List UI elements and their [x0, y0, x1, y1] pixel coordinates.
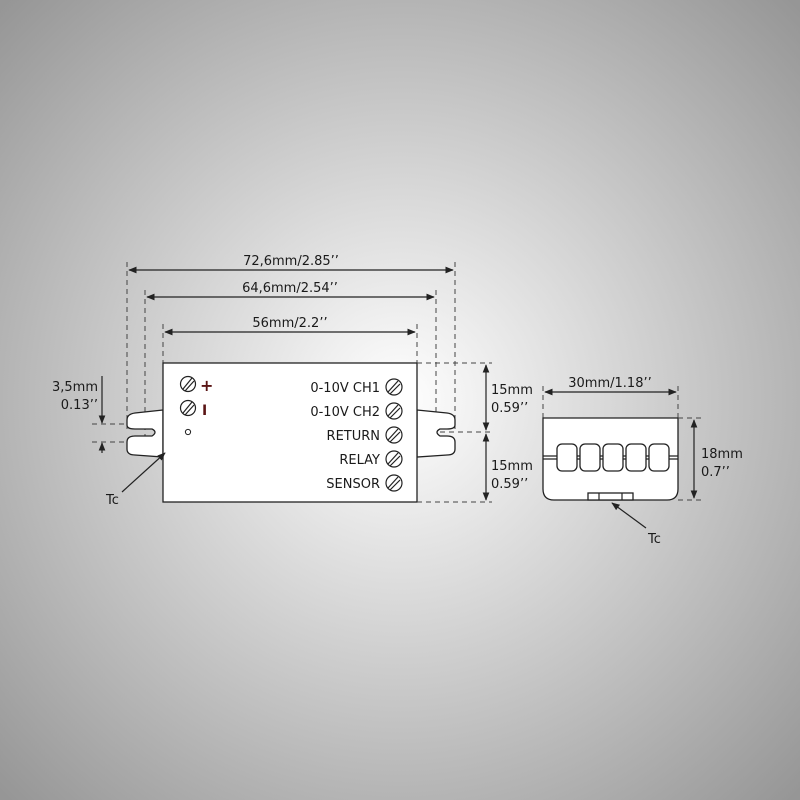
- mount-spacing-label: 64,6mm/2.54’’: [242, 281, 338, 296]
- terminal-row: RETURN: [327, 426, 403, 444]
- plus-label: +: [200, 376, 213, 395]
- overall-length-label: 72,6mm/2.85’’: [243, 254, 339, 269]
- terminal-label: 0-10V CH1: [310, 381, 380, 396]
- left-mounting-tab: [126, 409, 164, 458]
- polarity-inputs: + I: [179, 375, 213, 436]
- driver-body: [162, 362, 418, 503]
- terminal-label: SENSOR: [326, 477, 380, 492]
- height-in-label: 0.7’’: [701, 465, 730, 480]
- screw-terminal-icon: [385, 450, 403, 468]
- tc-pointer-arrow: [121, 452, 166, 493]
- screw-terminal-icon: [385, 426, 403, 444]
- terminal-label: RELAY: [339, 453, 380, 468]
- screw-terminal-icon: [179, 399, 197, 417]
- height-mm-label: 18mm: [701, 447, 743, 462]
- screw-terminal-icon: [385, 474, 403, 492]
- tc-label-front: Tc: [105, 493, 119, 508]
- tc-pointer-arrow: [611, 502, 647, 529]
- side-view: 30mm/1.18’’ 18mm 0.7’’ Tc: [542, 376, 743, 547]
- right-mounting-tab: [416, 409, 456, 458]
- slot-mm-label: 3,5mm: [52, 380, 98, 395]
- top-dimensions: 72,6mm/2.85’’ 64,6mm/2.54’’ 56mm/2.2’’: [126, 254, 456, 440]
- screw-terminal-icon: [385, 402, 403, 420]
- terminal-row: RELAY: [339, 450, 403, 468]
- height-halves-dimension: 15mm 0.59’’ 15mm 0.59’’: [417, 362, 533, 503]
- upper-half-mm-label: 15mm: [491, 383, 533, 398]
- upper-half-in-label: 0.59’’: [491, 401, 528, 416]
- led-indicator-icon: [184, 428, 192, 436]
- terminal-row: 0-10V CH1: [310, 378, 403, 396]
- terminal-block: 0-10V CH1 0-10V CH2 RETURN RELAY SENSOR: [310, 378, 403, 492]
- screw-terminal-icon: [385, 378, 403, 396]
- minus-label: I: [202, 403, 207, 419]
- tc-point: [587, 492, 634, 501]
- lower-half-mm-label: 15mm: [491, 459, 533, 474]
- slot-in-label: 0.13’’: [61, 398, 98, 413]
- terminal-row: SENSOR: [326, 474, 403, 492]
- terminal-block-side: [556, 443, 670, 472]
- lower-half-in-label: 0.59’’: [491, 477, 528, 492]
- body-length-label: 56mm/2.2’’: [252, 316, 327, 331]
- terminal-row: 0-10V CH2: [310, 402, 403, 420]
- terminal-label: RETURN: [327, 429, 380, 444]
- terminal-label: 0-10V CH2: [310, 405, 380, 420]
- slot-dimension: 3,5mm 0.13’’: [52, 376, 127, 453]
- width-label: 30mm/1.18’’: [568, 376, 651, 391]
- screw-terminal-icon: [179, 375, 197, 393]
- tc-label-side: Tc: [647, 532, 661, 547]
